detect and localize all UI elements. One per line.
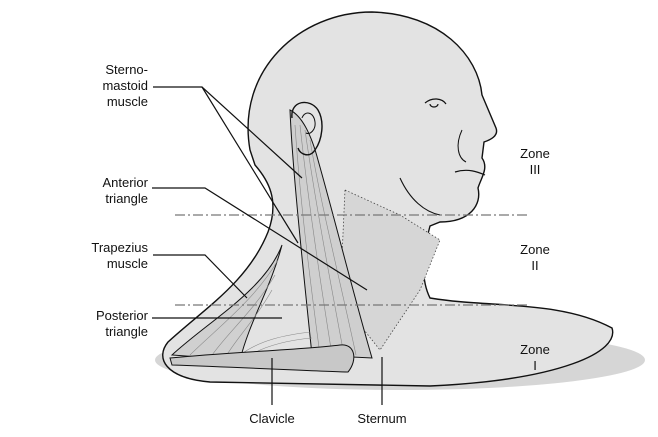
label-line: muscle [106, 256, 148, 271]
zone-numeral: III [529, 162, 541, 177]
zone-word: Zone [520, 342, 550, 357]
jaw-line [399, 177, 441, 216]
eye [424, 98, 447, 108]
label-line: triangle [105, 191, 148, 206]
zone-numeral: I [533, 358, 537, 373]
ear [291, 101, 323, 156]
label-line: triangle [105, 324, 148, 339]
leader-sternomastoid-b [201, 86, 299, 244]
leader-anterior-triangle [152, 187, 368, 291]
leader-trapezius [153, 254, 248, 299]
clavicle-bone [169, 344, 355, 373]
zone-numeral: II [531, 258, 539, 273]
label-sternum: Sternum [357, 411, 407, 426]
label-line: Sterno- [105, 62, 148, 77]
label-line: Trapezius [91, 240, 148, 255]
label-line: Anterior [102, 175, 148, 190]
zone-label-iii: Zone III [510, 146, 560, 178]
sternomastoid-muscle [289, 109, 373, 359]
zone-label-i: Zone I [510, 342, 560, 374]
label-line: mastoid [102, 78, 148, 93]
zone-word: Zone [520, 242, 550, 257]
label-trapezius-muscle: Trapezius muscle [70, 240, 148, 272]
leader-lines [152, 86, 383, 405]
face-crease [457, 129, 467, 163]
label-anterior-triangle: Anterior triangle [70, 175, 148, 207]
label-line: muscle [106, 94, 148, 109]
head-silhouette [162, 11, 614, 387]
zone-label-ii: Zone II [510, 242, 560, 274]
label-line: Posterior [95, 308, 148, 323]
muscle-fibers [189, 124, 357, 359]
label-posterior-triangle: Posterior triangle [70, 308, 148, 340]
mouth [454, 169, 486, 176]
zone-word: Zone [520, 146, 550, 161]
label-sternomastoid-muscle: Sterno- mastoid muscle [80, 62, 148, 110]
ear-inner [301, 112, 316, 134]
label-clavicle: Clavicle [249, 411, 295, 426]
